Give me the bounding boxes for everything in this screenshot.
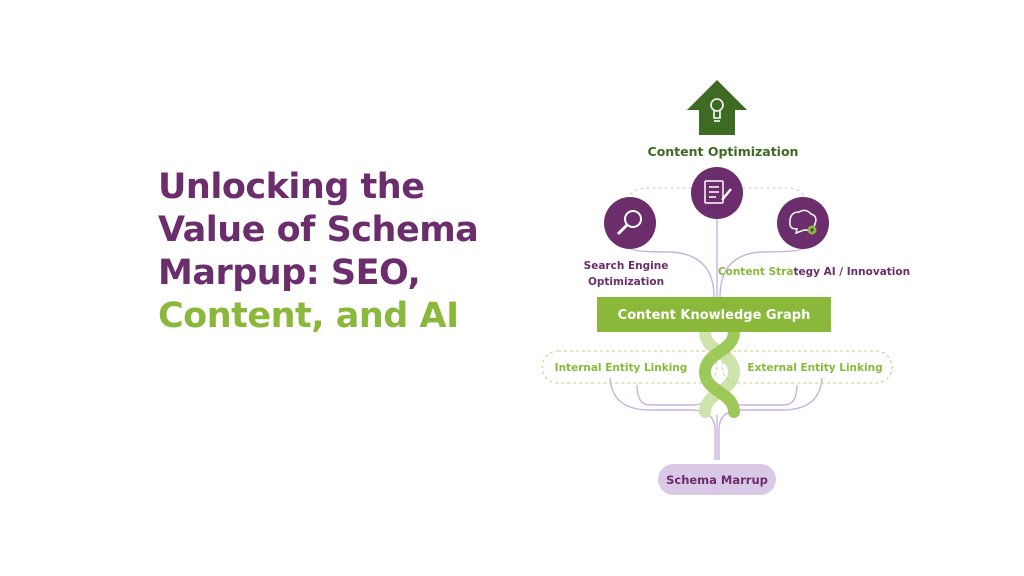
internal-linking-box bbox=[541, 350, 718, 384]
schema-marrup-label: Schema Marrup bbox=[666, 473, 768, 487]
headline-line-1: Unlocking the bbox=[158, 167, 425, 207]
headline-line-2: Value of Schema bbox=[158, 210, 479, 250]
headline: Unlocking the Value of Schema Marpup: SE… bbox=[158, 166, 479, 338]
connector-lines bbox=[609, 218, 823, 460]
headline-line-4: Content, and AI bbox=[158, 296, 459, 336]
internal-linking-label: Internal Entity Linking bbox=[555, 362, 688, 374]
helix bbox=[698, 326, 741, 418]
external-linking-box bbox=[721, 350, 893, 384]
top-arrow bbox=[687, 80, 747, 135]
lightbulb-icon bbox=[710, 98, 724, 122]
strategy-label-part-b: tegy AI / Innovation bbox=[793, 266, 910, 278]
magnifier-icon bbox=[616, 210, 642, 236]
external-linking-label: External Entity Linking bbox=[747, 362, 882, 374]
content-optimization-label: Content Optimization bbox=[648, 144, 799, 159]
strategy-label: Content Strategy AI / Innovation bbox=[718, 266, 910, 278]
seo-label-line-1: Search Engine bbox=[584, 260, 669, 272]
document-pencil-icon bbox=[704, 180, 732, 204]
content-icon-circle bbox=[691, 167, 743, 219]
strategy-label-part-a: Content Stra bbox=[718, 266, 794, 278]
knowledge-graph-bar bbox=[597, 297, 831, 332]
seo-label-line-2: Optimization bbox=[588, 276, 664, 288]
headline-line-3: Marpup: SEO, bbox=[158, 253, 421, 293]
brain-gear-icon bbox=[789, 209, 817, 235]
top-dashed-arc bbox=[627, 187, 807, 203]
seo-icon-circle bbox=[604, 197, 656, 249]
knowledge-graph-label: Content Knowledge Graph bbox=[618, 308, 811, 323]
schema-marrup-pill bbox=[658, 464, 776, 495]
strategy-icon-circle bbox=[777, 197, 829, 249]
